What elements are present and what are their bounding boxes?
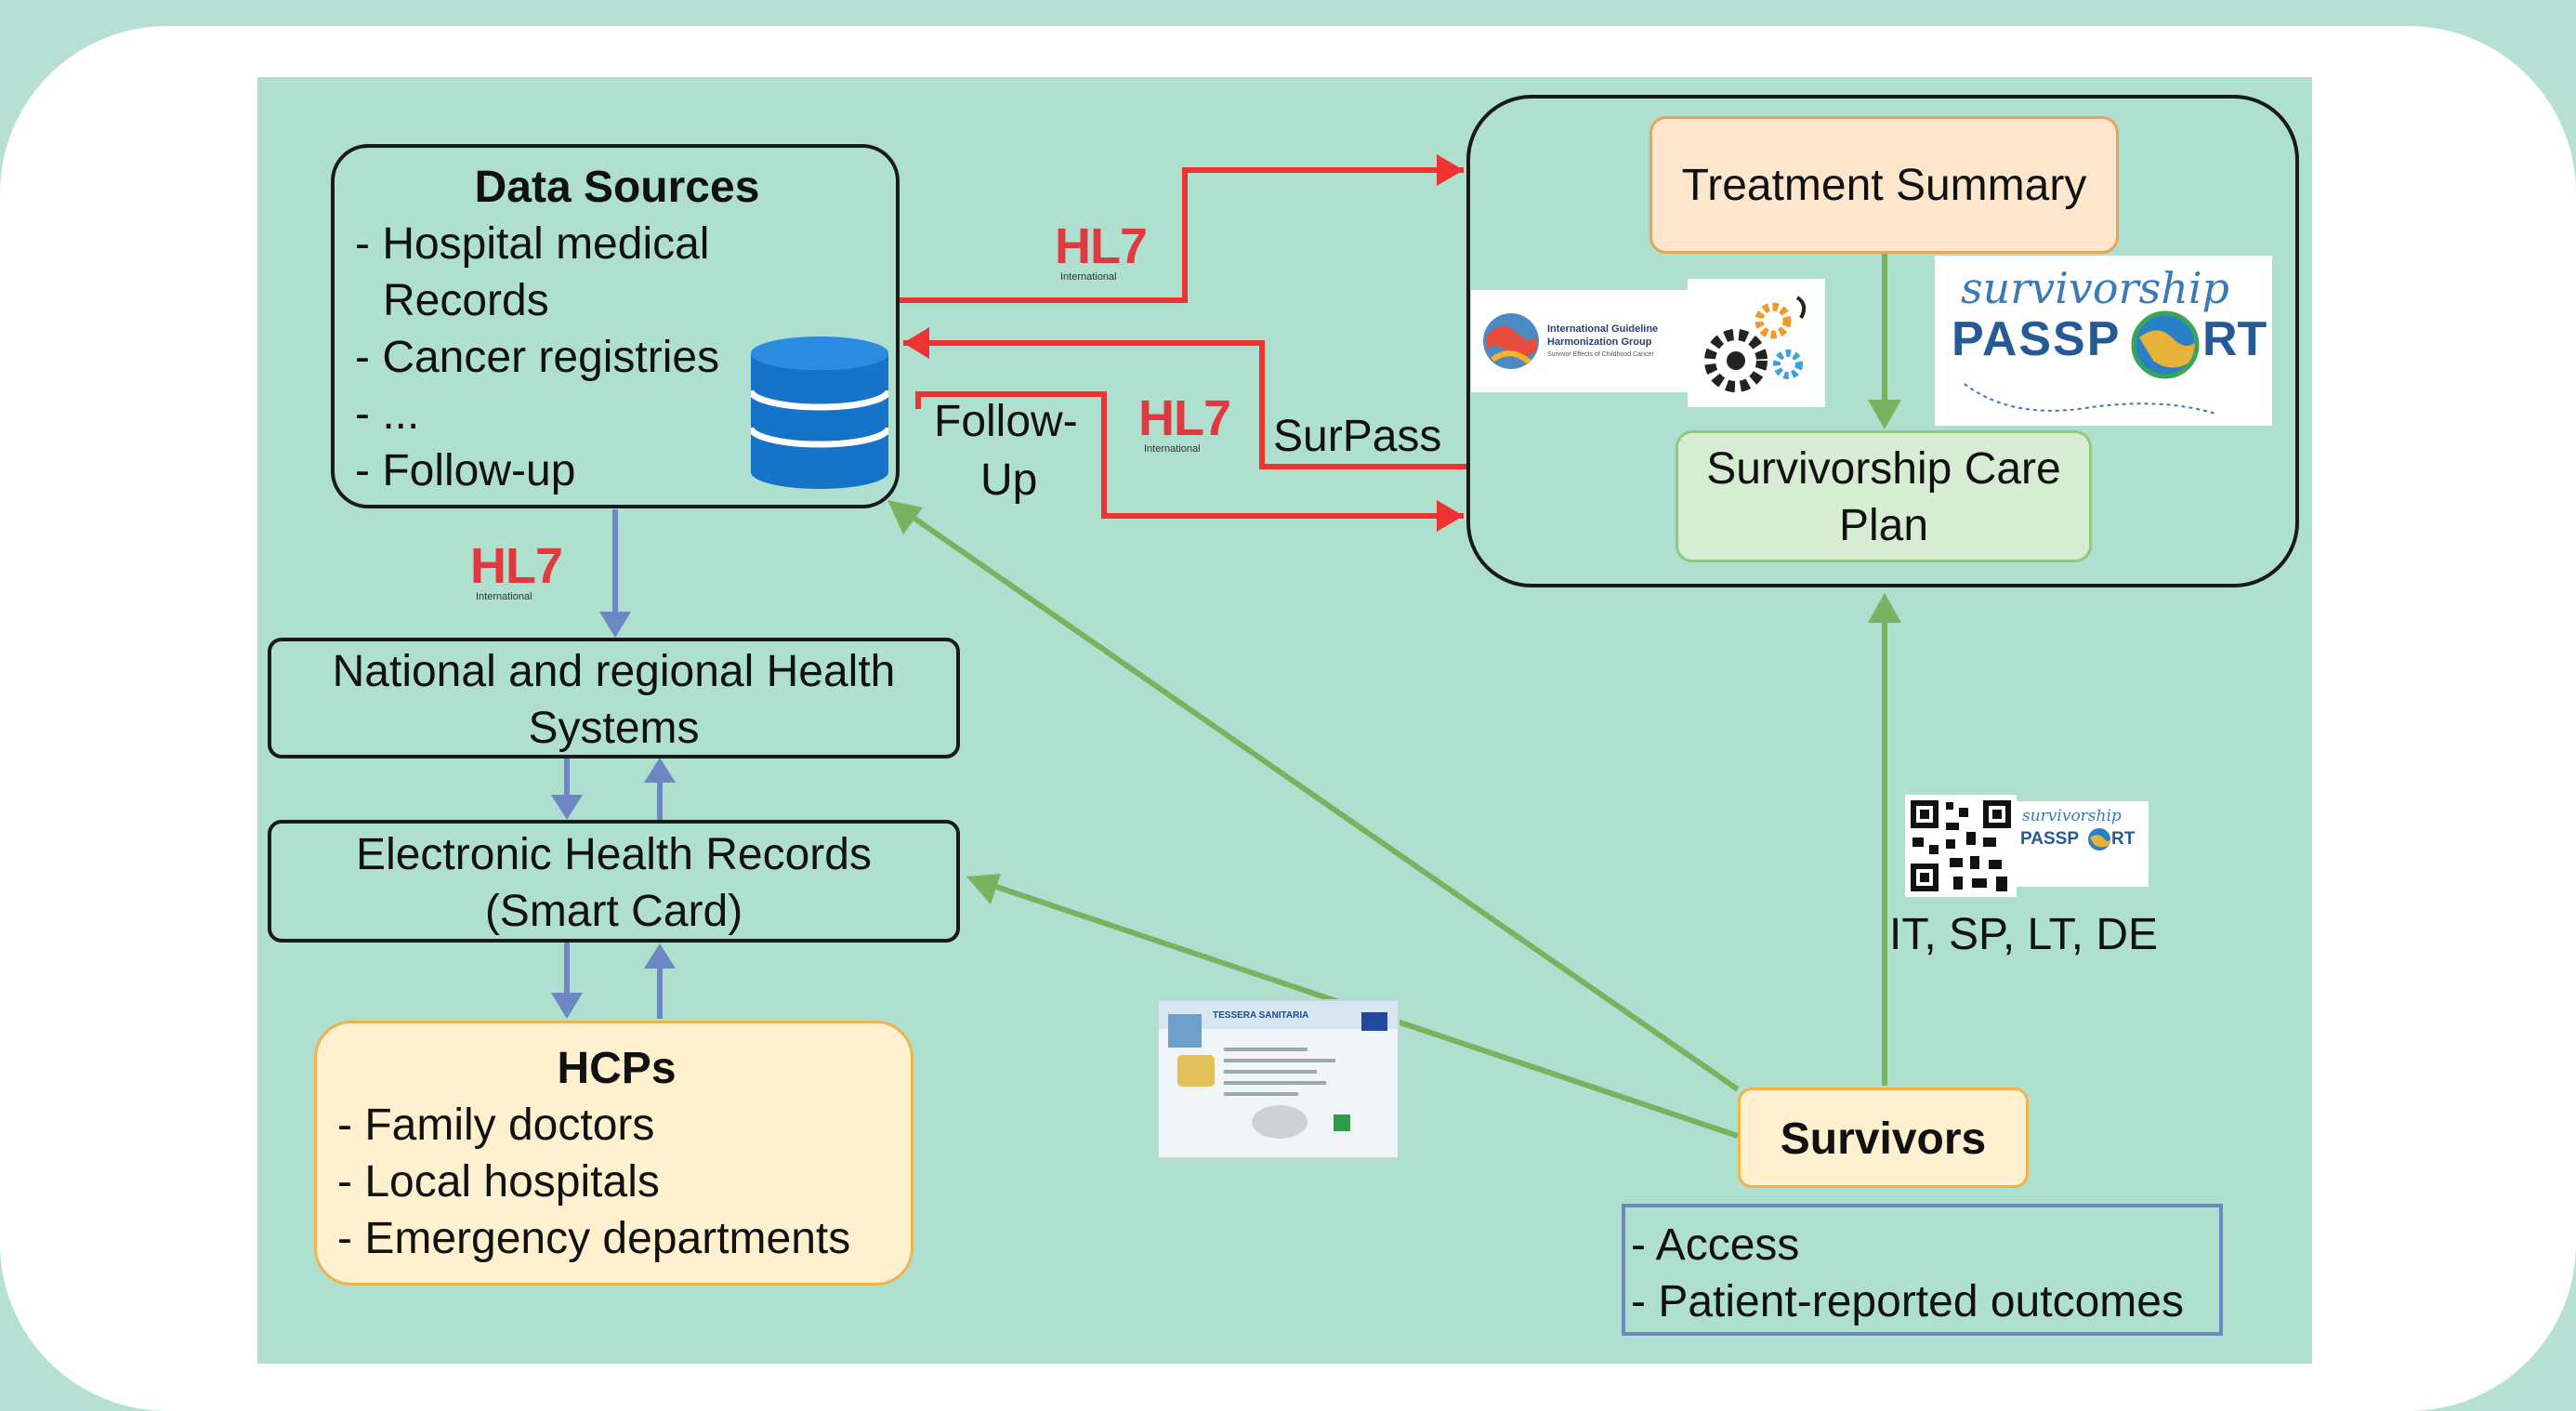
survivorship-care-plan-box: Survivorship Care Plan (1676, 430, 2092, 562)
electronic-health-records-box: Electronic Health Records (Smart Card) (268, 820, 960, 943)
hcp-item: - Emergency departments (337, 1214, 851, 1263)
arrowhead (551, 993, 583, 1019)
hcp-item: - Local hospitals (337, 1157, 660, 1207)
data-source-item: - Hospital medical (355, 219, 710, 269)
hl7-logo: HL7 International (1055, 218, 1148, 283)
arrow-surpass-to-data (903, 340, 1466, 469)
followup-label: Follow- (934, 397, 1078, 446)
arrow-data-to-treatment-summary (900, 167, 1464, 303)
data-source-item: - ... (355, 389, 420, 439)
data-source-item: Records (383, 276, 549, 325)
arrowhead (903, 327, 929, 359)
arrowhead (887, 500, 923, 534)
arrow-followup-to-care-plan (915, 391, 1464, 519)
arrowhead (1868, 593, 1901, 623)
national-health-systems-box: National and regional Health Systems (268, 638, 960, 758)
gears-logo (1688, 279, 1825, 407)
hcps-title: HCPs (557, 1044, 677, 1093)
database-icon (751, 336, 888, 489)
survivors-box: Survivors (1738, 1088, 2029, 1188)
arrowhead (644, 943, 676, 969)
arrowhead (551, 795, 583, 820)
hl7-logo: HL7 International (470, 538, 563, 602)
data-source-item: - Follow-up (355, 446, 576, 495)
data-source-item: - Cancer registries (355, 333, 720, 382)
hcp-item: - Family doctors (337, 1101, 655, 1150)
arrowhead (644, 758, 676, 783)
hl7-logo: HL7 International (1138, 390, 1231, 455)
surpass-label: SurPass (1273, 412, 1442, 461)
gears-icon (1704, 296, 1807, 392)
feature-item: - Access (1631, 1220, 1800, 1270)
globe-icon (1483, 313, 1539, 369)
data-sources-box: Data Sources - Hospital medical Records … (331, 144, 900, 508)
arrowhead (599, 612, 631, 638)
arrowhead (1437, 500, 1464, 532)
survivorship-passport-logo: survivorship PASSP RT (1935, 256, 2272, 426)
followup-label-2: Up (980, 455, 1038, 505)
dotted-path (1964, 383, 2216, 415)
languages-label: IT, SP, LT, DE (1889, 910, 2159, 959)
survivor-features-box: - Access - Patient-reported outcomes (1622, 1204, 2223, 1336)
survivorship-passport-group (1466, 95, 2299, 587)
mini-passport-logo: survivorship PASSP RT (2017, 801, 2149, 887)
smart-card-image: TESSERA SANITARIA (1157, 999, 1400, 1159)
treatment-summary-box: Treatment Summary (1649, 116, 2119, 254)
arrow-survivors-to-data-sources (900, 507, 1740, 1092)
globe-icon (2088, 828, 2110, 851)
arrowhead (1868, 400, 1901, 429)
feature-item: - Patient-reported outcomes (1631, 1277, 2184, 1326)
globe-icon (2131, 310, 2200, 379)
arrowhead (1437, 154, 1464, 186)
arrowhead (966, 874, 1001, 904)
qr-code (1905, 795, 2017, 897)
igh-logo: International Guideline Harmonization Gr… (1471, 290, 1688, 392)
data-sources-title: Data Sources (474, 163, 760, 212)
hcps-box: HCPs - Family doctors - Local hospitals … (314, 1021, 913, 1286)
